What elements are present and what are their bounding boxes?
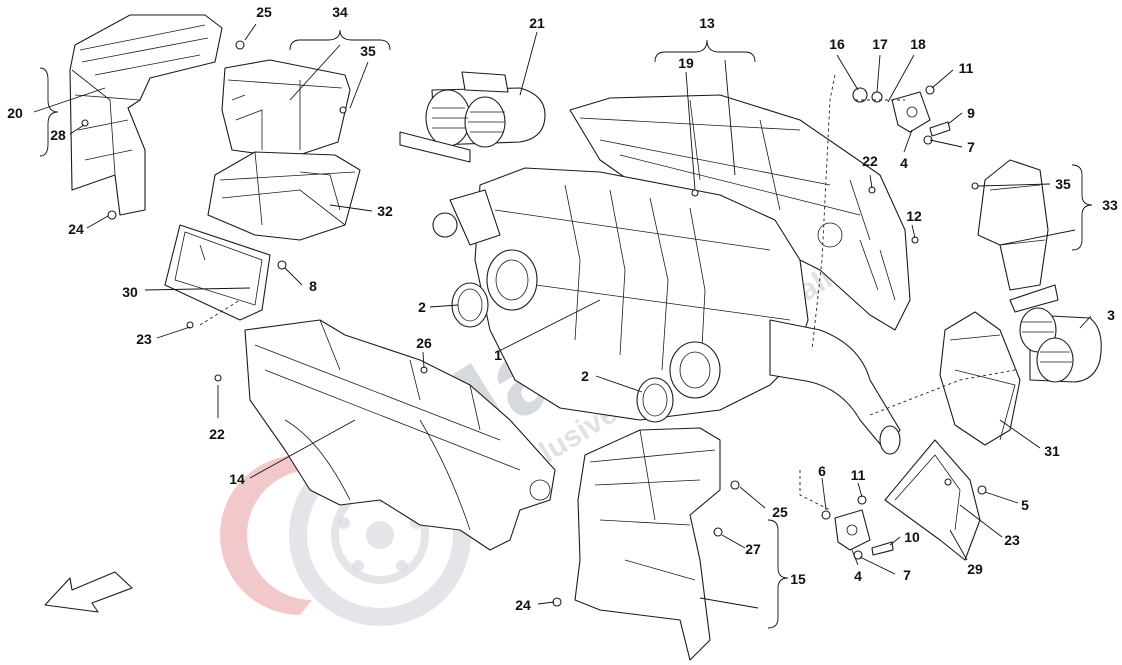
callout-34: 34: [332, 4, 348, 20]
callout-8: 8: [309, 278, 317, 294]
callout-18: 18: [910, 36, 926, 52]
callout-19: 19: [678, 55, 694, 71]
callout-4: 4: [900, 155, 908, 171]
callout-29: 29: [967, 561, 983, 577]
callout-21: 21: [529, 15, 545, 31]
tailpipe-3: [1009, 284, 1102, 383]
callout-28: 28: [50, 127, 66, 143]
callout-13: 13: [699, 15, 715, 31]
callout-31: 31: [1044, 443, 1060, 459]
callout-11: 11: [851, 467, 866, 483]
callout-25: 25: [256, 4, 272, 20]
heat-shield-31: [939, 311, 1021, 446]
callout-3: 3: [1107, 307, 1115, 323]
callout-22: 22: [862, 153, 878, 169]
assembly-lines: [199, 74, 1016, 511]
callout-4: 4: [854, 568, 862, 584]
callout-35: 35: [1055, 176, 1071, 192]
callout-24: 24: [68, 221, 84, 237]
callout-7: 7: [967, 139, 975, 155]
callout-14: 14: [229, 471, 245, 487]
bracket-4-bottom: [834, 509, 871, 551]
callout-32: 32: [377, 203, 393, 219]
muffler-1: [432, 167, 901, 455]
heat-shield-29: [884, 439, 981, 561]
callout-2: 2: [418, 299, 426, 315]
leader-lines: [33, 23, 1093, 629]
callout-12: 12: [906, 208, 922, 224]
callout-11: 11: [959, 60, 974, 76]
callout-23: 23: [136, 331, 152, 347]
heat-shield-14: [244, 319, 556, 551]
callout-10: 10: [904, 529, 920, 545]
callout-25: 25: [772, 504, 788, 520]
callout-1: 1: [494, 347, 502, 363]
callout-30: 30: [122, 284, 138, 300]
heat-shield-33: [977, 159, 1049, 291]
callout-7: 7: [903, 567, 911, 583]
callout-labels: 1 2 2 3 4 4 5 6 7 7 8 9 10 11 11 12 13 1…: [7, 4, 1118, 613]
callout-16: 16: [829, 36, 845, 52]
callout-35: 35: [360, 43, 376, 59]
clamp-2b: [636, 377, 674, 423]
callout-9: 9: [967, 105, 975, 121]
callout-5: 5: [1021, 497, 1029, 513]
callout-23: 23: [1004, 532, 1020, 548]
callout-17: 17: [872, 36, 888, 52]
callout-24: 24: [515, 597, 531, 613]
callout-20: 20: [7, 105, 23, 121]
bracket-4-top: [891, 91, 931, 133]
heat-shield-15: [574, 427, 721, 661]
callout-22: 22: [209, 426, 225, 442]
callout-26: 26: [416, 335, 432, 351]
callout-15: 15: [790, 571, 806, 587]
heat-shield-32: [207, 151, 361, 241]
heat-shield-34: [221, 59, 351, 159]
front-arrow-icon: [44, 571, 133, 613]
callout-27: 27: [745, 541, 761, 557]
heat-shield-20: [69, 14, 223, 216]
hardware: [81, 40, 987, 607]
callout-33: 33: [1102, 197, 1118, 213]
heat-shield-30: [164, 224, 271, 321]
tailpipe-21: [399, 71, 546, 163]
callout-6: 6: [818, 463, 826, 479]
callout-2: 2: [581, 368, 589, 384]
